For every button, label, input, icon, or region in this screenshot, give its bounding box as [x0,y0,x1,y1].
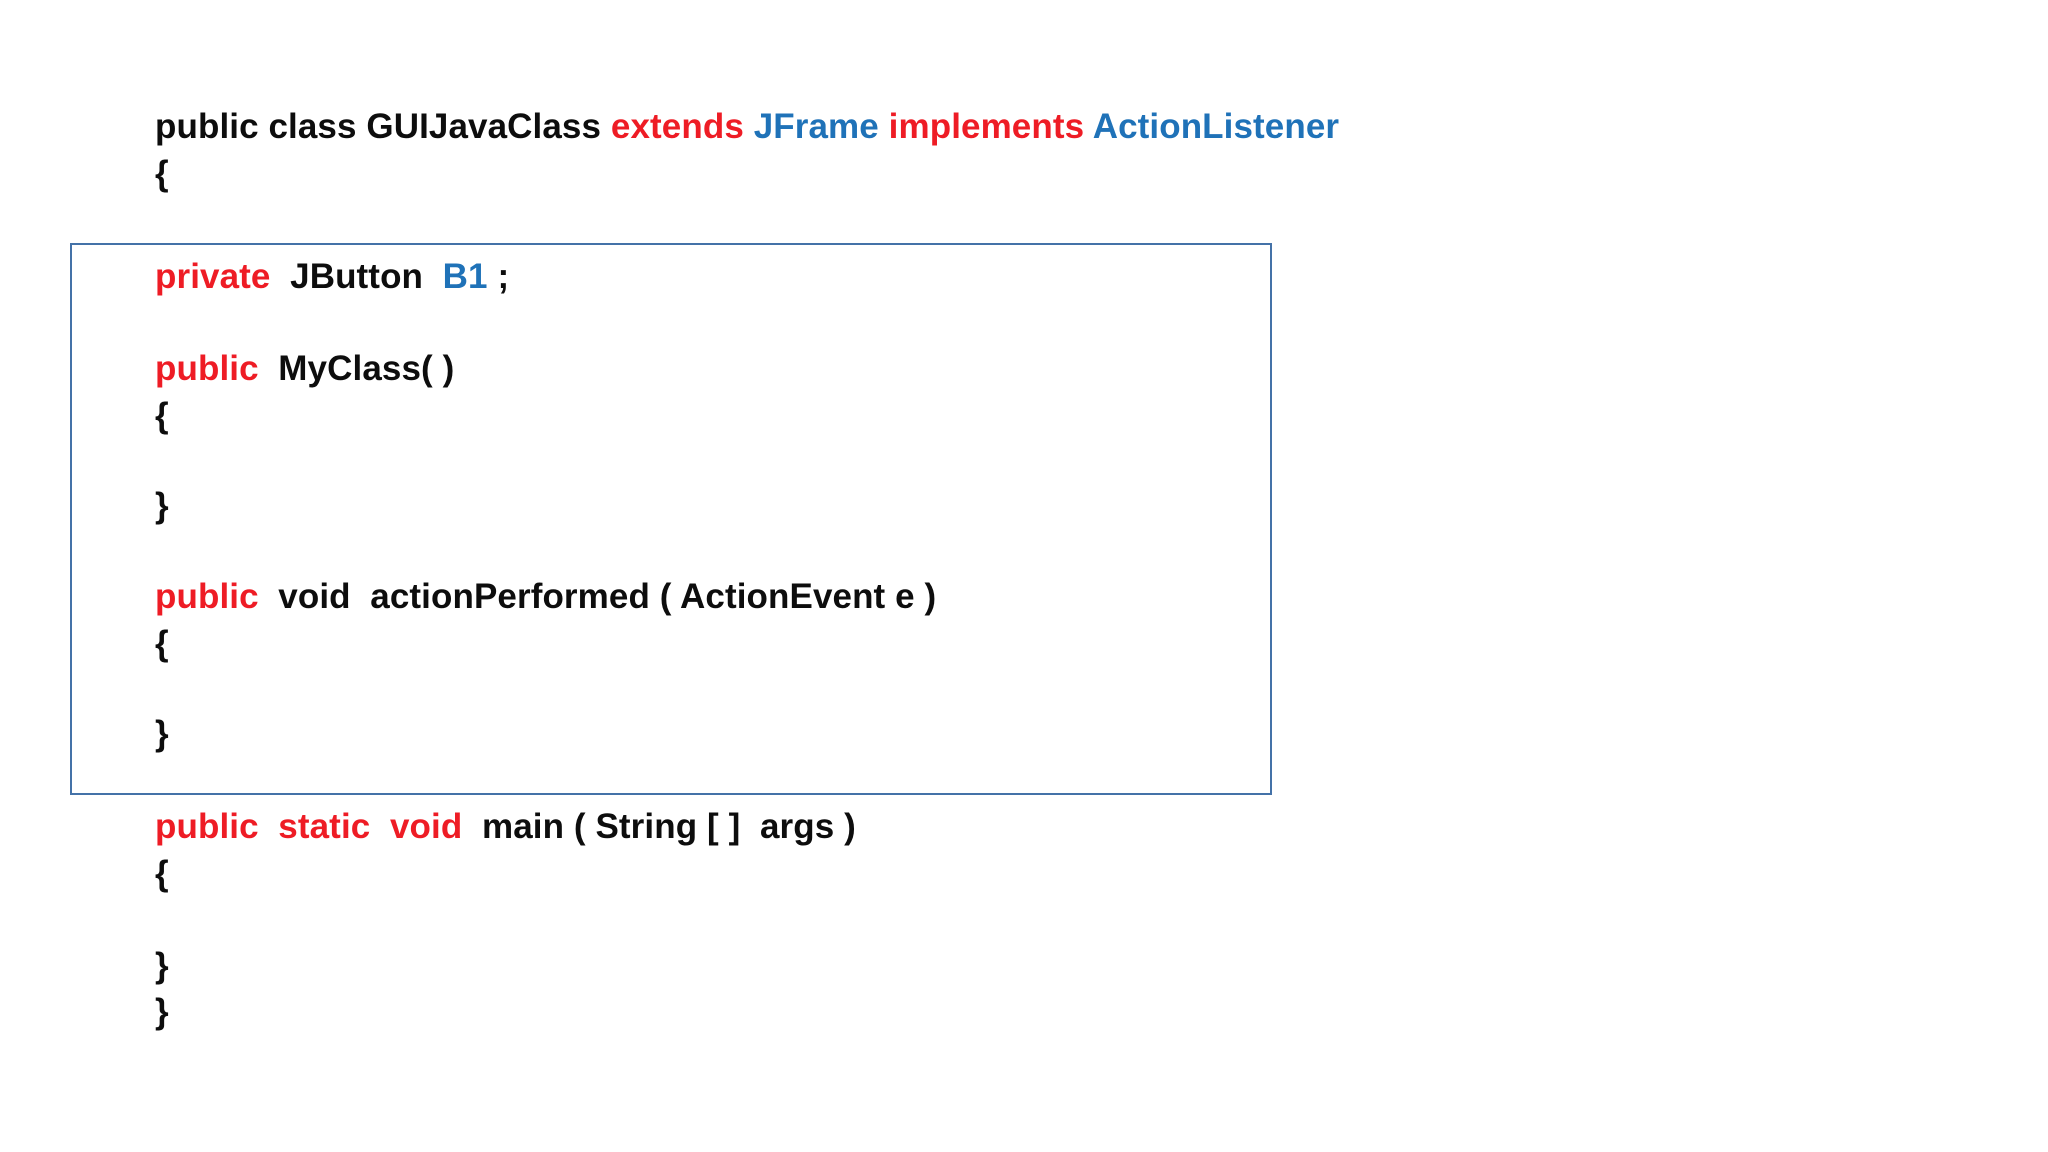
code-line-action-performed-close-brace: } [155,715,169,753]
code-token: public [155,577,259,616]
inner-members-highlight-box [70,243,1272,795]
code-token: public static void [155,807,463,846]
code-token: } [155,714,169,753]
code-token: extends [610,107,754,146]
code-line-constructor-close-brace: } [155,487,169,525]
code-token: public class GUIJavaClass [155,107,611,146]
code-token: ActionListener [1092,107,1340,146]
code-token: implements [888,107,1093,146]
code-token: JFrame [753,107,889,146]
code-line-main-close-brace: } [155,947,169,985]
code-token: } [155,486,169,525]
code-token: private [155,257,271,296]
code-token: ; [487,257,510,296]
code-token: } [155,946,169,985]
code-line-main-open-brace: { [155,855,169,893]
code-token: void actionPerformed ( ActionEvent e ) [258,577,937,616]
code-line-class-close-brace: } [155,993,169,1031]
code-token: { [155,854,169,893]
code-token: main ( String [ ] args ) [462,807,856,846]
code-token: { [155,154,169,193]
code-token: { [155,396,169,435]
code-line-field-b1: private JButton B1 ; [155,258,509,296]
code-line-constructor-signature: public MyClass( ) [155,350,454,388]
code-token: { [155,624,169,663]
code-line-class-open-brace: { [155,155,169,193]
code-line-main-signature: public static void main ( String [ ] arg… [155,808,856,846]
code-token: B1 [442,257,488,296]
code-line-action-performed-signature: public void actionPerformed ( ActionEven… [155,578,936,616]
code-line-action-performed-open-brace: { [155,625,169,663]
code-line-constructor-open-brace: { [155,397,169,435]
code-token: } [155,992,169,1031]
code-line-class-declaration: public class GUIJavaClass extends JFrame… [155,108,1339,146]
code-token: public [155,349,259,388]
code-token: JButton [270,257,443,296]
code-token: MyClass( ) [258,349,455,388]
